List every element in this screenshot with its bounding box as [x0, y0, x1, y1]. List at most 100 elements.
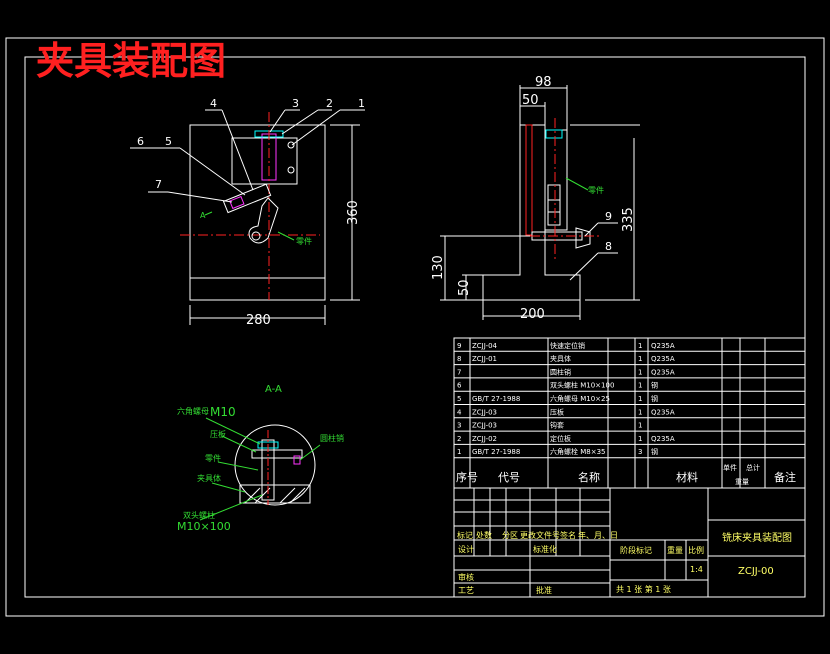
- dim-280: 280: [246, 313, 271, 328]
- parts-header-unit: 单件: [723, 463, 737, 472]
- tb-stage-mark: 阶段标记: [620, 545, 652, 555]
- parts-row-mat: Q235A: [651, 368, 675, 376]
- parts-row-no: 2: [457, 435, 461, 443]
- tb-sign: 签名: [560, 530, 576, 540]
- label-hex-nut: 六角螺母: [177, 406, 209, 416]
- tb-change-doc: 更改文件号: [520, 530, 560, 540]
- parts-row-no: 9: [457, 342, 461, 350]
- tb-drawing-code: ZCJJ-00: [738, 566, 774, 577]
- balloon-6: 6: [137, 135, 144, 148]
- label-pin: 圆柱销: [320, 433, 344, 443]
- tb-scale: 1:4: [690, 565, 703, 574]
- parts-row-no: 7: [457, 368, 461, 376]
- front-view: A 零件 280 360: [180, 112, 361, 328]
- front-part-label: 零件: [296, 236, 312, 246]
- parts-row-qty: 1: [638, 368, 642, 376]
- parts-row-qty: 1: [638, 382, 642, 390]
- parts-row-mat: Q235A: [651, 435, 675, 443]
- parts-row-mat: Q235A: [651, 342, 675, 350]
- parts-row-mat: Q235A: [651, 355, 675, 363]
- tb-design: 设计: [458, 544, 474, 554]
- parts-row-code: ZCJJ-02: [472, 435, 497, 443]
- dim-200: 200: [520, 307, 545, 322]
- tb-count: 处数: [476, 530, 492, 540]
- tb-weight: 重量: [667, 545, 683, 555]
- parts-header-mat: 材料: [676, 470, 698, 484]
- parts-header-total: 总计: [746, 463, 760, 472]
- tb-review: 审核: [458, 572, 474, 582]
- parts-header-remark: 备注: [774, 470, 796, 484]
- section-title: A-A: [265, 384, 282, 395]
- parts-row-qty: 1: [638, 342, 642, 350]
- tb-approve: 批准: [536, 585, 552, 595]
- label-body: 夹具体: [197, 473, 221, 483]
- tb-sheets: 共 1 张 第 1 张: [616, 584, 671, 594]
- drawing-title: 夹具装配图: [36, 38, 226, 83]
- parts-row-mat: Q235A: [651, 408, 675, 416]
- balloon-4: 4: [210, 97, 217, 110]
- parts-row-qty: 1: [638, 395, 642, 403]
- parts-row-name: 定位板: [550, 434, 571, 443]
- front-balloons: 1 2 3 4 5 6 7: [130, 97, 365, 203]
- parts-row-name: 双头螺柱 M10×100: [550, 381, 614, 390]
- parts-row-code: ZCJJ-04: [472, 342, 498, 350]
- parts-row-name: 快速定位销: [550, 341, 585, 350]
- balloon-1: 1: [358, 97, 365, 110]
- parts-row-code: ZCJJ-03: [472, 422, 497, 430]
- parts-row-qty: 1: [638, 422, 642, 430]
- parts-row-name: 压板: [550, 407, 564, 416]
- parts-row-mat: 钢: [651, 394, 658, 403]
- dim-50-top: 50: [522, 93, 539, 108]
- dim-130: 130: [431, 255, 446, 280]
- tb-process: 工艺: [458, 586, 474, 595]
- parts-row-no: 4: [457, 408, 462, 416]
- tb-drawing-name: 铣床夹具装配图: [722, 531, 792, 544]
- dim-50-left: 50: [457, 279, 472, 296]
- tb-mark: 标记: [457, 530, 473, 540]
- front-a-mark: A: [200, 211, 206, 220]
- parts-row-name: 六角螺栓 M8×35: [550, 447, 606, 456]
- label-press: 压板: [210, 429, 226, 439]
- label-stud: 双头螺柱: [183, 510, 215, 520]
- label-part: 零件: [205, 453, 221, 463]
- parts-row-mat: 钢: [651, 447, 658, 456]
- parts-row-code: ZCJJ-01: [472, 355, 497, 363]
- tb-zone: 分区: [502, 531, 518, 540]
- balloon-7: 7: [155, 178, 162, 191]
- side-view: 零件 9 8 98 50 335 130 50 200: [431, 75, 640, 322]
- parts-row-qty: 1: [638, 408, 642, 416]
- parts-row-qty: 1: [638, 355, 642, 363]
- label-m10: M10: [210, 405, 236, 419]
- parts-header-no: 序号: [456, 470, 478, 484]
- tb-date: 年、月、日: [578, 530, 618, 540]
- balloon-2: 2: [326, 97, 333, 110]
- balloon-9: 9: [605, 210, 612, 223]
- parts-header-weight: 重量: [735, 478, 749, 486]
- parts-row-name: 六角螺母 M10×25: [550, 394, 610, 403]
- parts-row-code: GB/T 27-1988: [472, 448, 520, 456]
- label-m10x100: M10×100: [177, 520, 231, 533]
- title-block: 标记 处数 分区 更改文件号 签名 年、月、日 设计 标准化 审核 工艺 批准 …: [453, 487, 806, 598]
- parts-row-no: 1: [457, 448, 461, 456]
- dim-335: 335: [621, 207, 636, 232]
- parts-row-qty: 1: [638, 435, 642, 443]
- parts-row-name: 钩套: [550, 421, 564, 430]
- balloon-8: 8: [605, 240, 612, 253]
- parts-header-code: 代号: [498, 471, 520, 484]
- parts-row-code: GB/T 27-1988: [472, 395, 520, 403]
- parts-row-code: ZCJJ-03: [472, 408, 497, 416]
- outer-frame: [5, 37, 825, 617]
- inner-frame: [24, 56, 806, 598]
- parts-header-name: 名称: [578, 470, 600, 484]
- dim-360: 360: [346, 200, 361, 225]
- parts-row-no: 6: [457, 382, 462, 390]
- section-view: A-A 六角螺母 M10 压板 零件 夹具体 双头螺柱 M10×100 圆柱销: [177, 384, 344, 533]
- tb-standardize: 标准化: [533, 544, 557, 554]
- balloon-3: 3: [292, 97, 299, 110]
- parts-row-name: 夹具体: [550, 354, 571, 363]
- parts-row-qty: 3: [638, 448, 642, 456]
- dim-98: 98: [535, 75, 552, 90]
- parts-row-no: 5: [457, 395, 461, 403]
